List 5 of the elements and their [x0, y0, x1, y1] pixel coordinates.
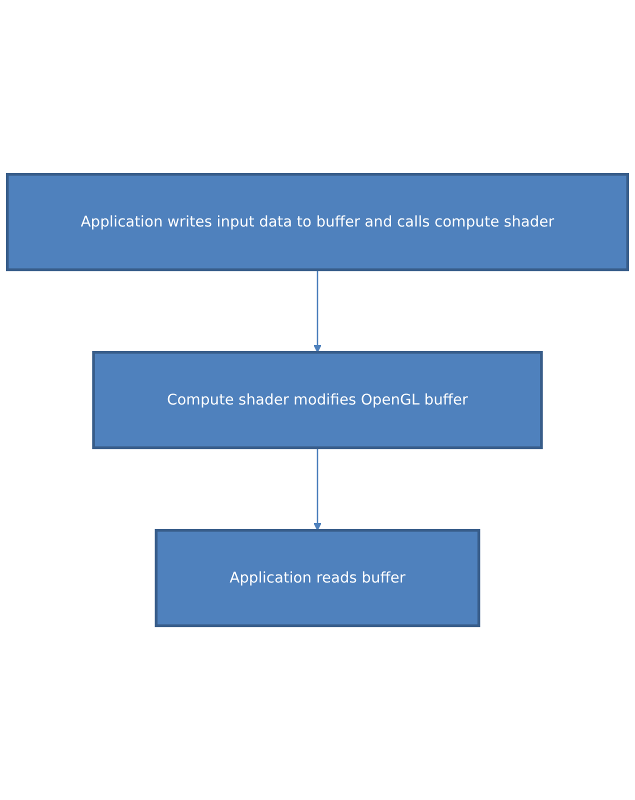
node-box: Compute shader modifies OpenGL buffer	[92, 350, 543, 450]
node-box: Application reads buffer	[154, 528, 480, 628]
node-box: Application writes input data to buffer and calls compute shader	[6, 172, 630, 272]
arrow	[313, 270, 322, 353]
arrow	[313, 448, 322, 531]
